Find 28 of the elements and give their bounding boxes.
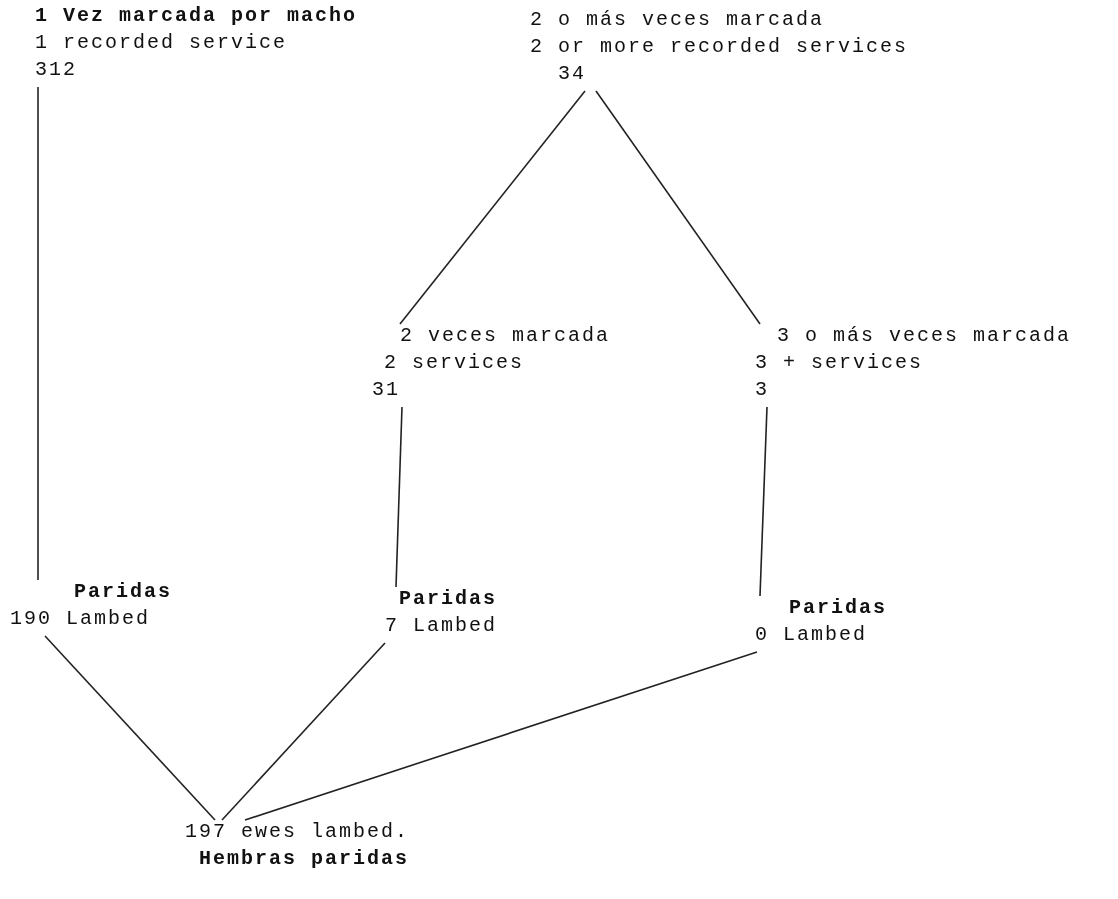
connector-line <box>37 86 39 581</box>
node-label: 312 <box>35 57 78 83</box>
node-label: Paridas <box>398 586 497 612</box>
node-label: 2 services <box>383 350 526 376</box>
node-label: 7 Lambed <box>385 613 497 639</box>
node-label: 2 veces marcada <box>399 323 611 349</box>
node-label: Hembras paridas <box>198 846 410 872</box>
node-label: Paridas <box>788 595 887 621</box>
connector-line <box>399 90 586 325</box>
connector-line <box>759 406 768 597</box>
connector-line <box>595 90 761 325</box>
connector-line <box>221 642 386 821</box>
node-label: 190 Lambed <box>10 606 152 632</box>
node-label: 34 <box>557 61 587 87</box>
node-label: 1 Vez marcada por macho <box>35 3 358 29</box>
node-label: 0 Lambed <box>755 622 868 648</box>
node-label: 3 + services <box>755 350 925 376</box>
node-label: 1 recorded service <box>35 30 289 56</box>
node-label: 197 ewes lambed. <box>185 819 410 845</box>
node-label: 2 or more recorded services <box>530 34 909 60</box>
connector-line <box>44 635 216 821</box>
node-label: 3 <box>755 377 770 403</box>
node-label: 3 o más veces marcada <box>776 323 1072 349</box>
node-label: 2 o más veces marcada <box>530 7 826 33</box>
connector-line <box>395 406 403 588</box>
node-label: 31 <box>372 377 401 403</box>
node-label: Paridas <box>73 579 172 605</box>
connector-line <box>244 651 758 821</box>
